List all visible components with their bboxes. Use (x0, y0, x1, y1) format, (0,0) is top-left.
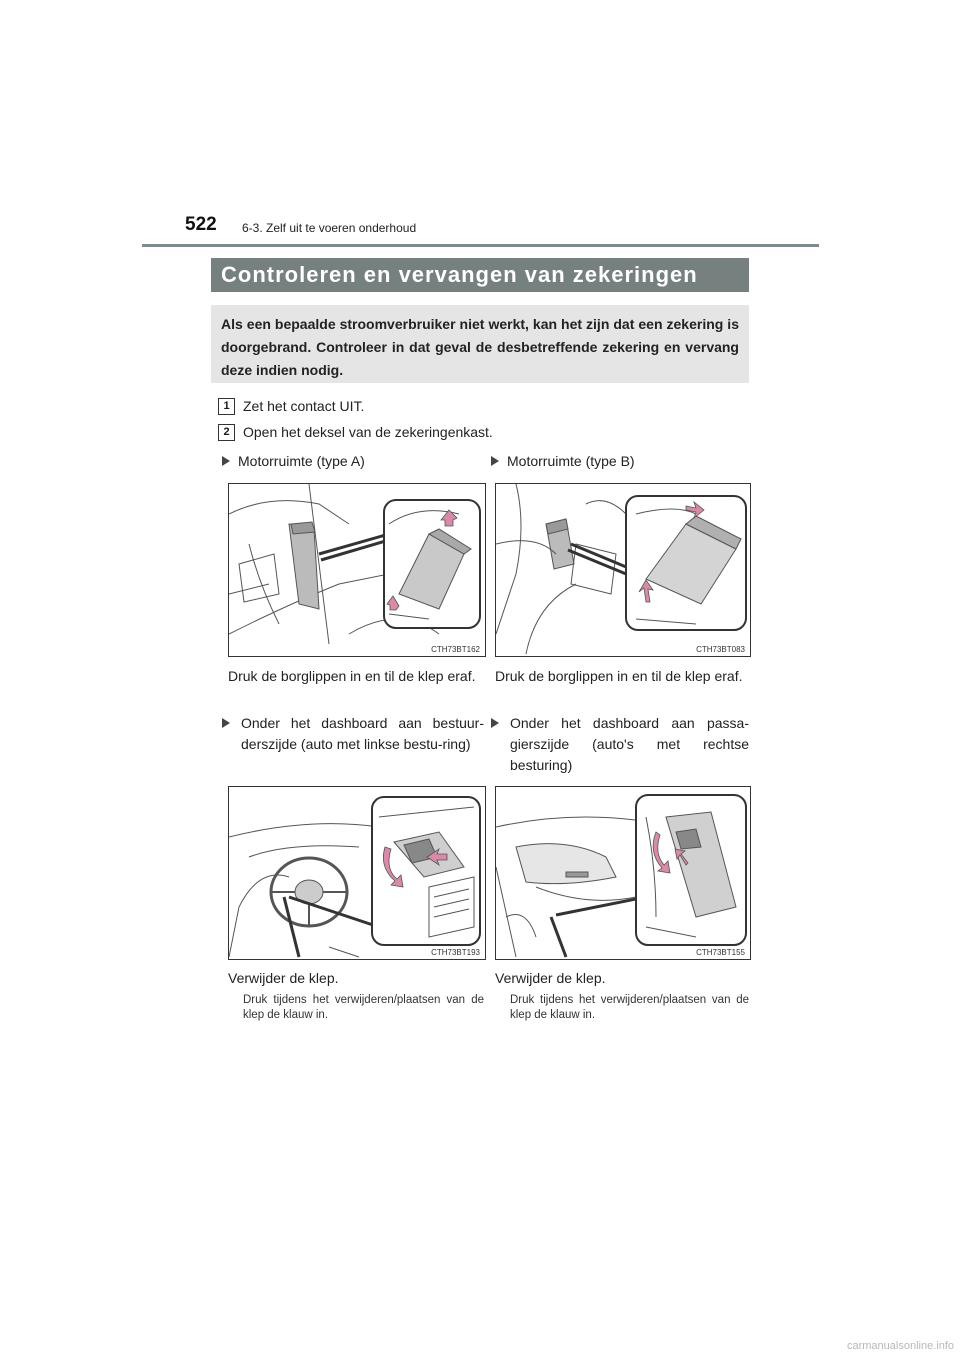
dashboard-driver-illustration (229, 796, 481, 958)
left-paragraph-2: Verwijder de klep. (228, 970, 339, 986)
left-note-2: Druk tijdens het verwijderen/plaatsen va… (243, 994, 484, 1021)
right-note-2: Druk tijdens het verwijderen/plaatsen va… (510, 994, 749, 1021)
intro-text: Als een bepaalde stroomverbruiker niet w… (221, 316, 739, 378)
figure-engine-type-b: CTH73BT083 (495, 483, 751, 657)
step-text-2: Open het deksel van de zekeringenkast. (243, 424, 493, 440)
step-number-1: 1 (218, 398, 235, 415)
triangle-bullet-icon (491, 718, 499, 728)
left-heading-2-text: Onder het dashboard aan bestuur-derszijd… (241, 715, 484, 752)
watermark: carmanualsonline.info (846, 1340, 954, 1352)
figure-dashboard-passenger: CTH73BT155 (495, 786, 751, 960)
right-heading-1: Motorruimte (type B) (491, 453, 635, 469)
figure-engine-type-a: CTH73BT162 (228, 483, 486, 657)
triangle-bullet-icon (491, 456, 499, 466)
figure-dashboard-driver: CTH73BT193 (228, 786, 486, 960)
right-heading-2: Onder het dashboard aan passa-gierszijde… (491, 713, 749, 776)
engine-bay-a-illustration (229, 484, 481, 645)
figure-code: CTH73BT162 (430, 645, 481, 654)
right-paragraph-1: Druk de borglippen in en til de klep era… (495, 668, 743, 684)
page-number: 522 (185, 214, 217, 235)
left-heading-1: Motorruimte (type A) (222, 453, 365, 469)
triangle-bullet-icon (222, 718, 230, 728)
section-title: 6-3. Zelf uit te voeren onderhoud (242, 221, 417, 235)
page-title: Controleren en vervangen van zekeringen (211, 258, 749, 292)
figure-code: CTH73BT083 (695, 645, 746, 654)
step-number-2: 2 (218, 424, 235, 441)
triangle-bullet-icon (222, 456, 230, 466)
figure-code: CTH73BT155 (695, 948, 746, 957)
dashboard-passenger-illustration (496, 794, 747, 958)
right-heading-2-text: Onder het dashboard aan passa-gierszijde… (510, 715, 749, 773)
right-paragraph-2: Verwijder de klep. (495, 970, 606, 986)
header-rule (142, 244, 819, 247)
right-heading-1-text: Motorruimte (type B) (507, 453, 635, 469)
intro-box: Als een bepaalde stroomverbruiker niet w… (211, 305, 749, 383)
figure-code: CTH73BT193 (430, 948, 481, 957)
left-heading-2: Onder het dashboard aan bestuur-derszijd… (222, 713, 484, 755)
left-paragraph-1: Druk de borglippen in en til de klep era… (228, 668, 476, 684)
engine-bay-b-illustration (496, 484, 747, 655)
left-heading-1-text: Motorruimte (type A) (238, 453, 365, 469)
step-text-1: Zet het contact UIT. (243, 398, 365, 414)
